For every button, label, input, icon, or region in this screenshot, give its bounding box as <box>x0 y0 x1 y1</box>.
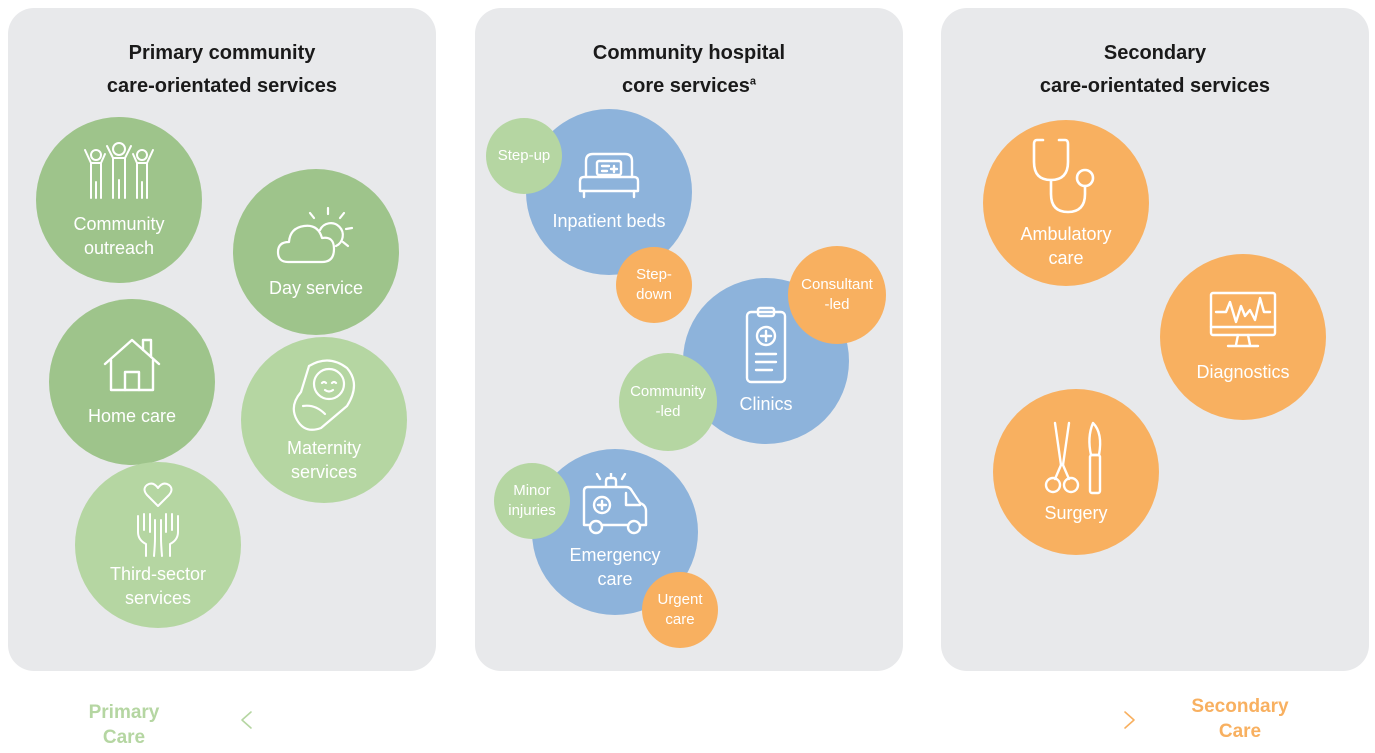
bed-icon <box>578 152 640 199</box>
step-down-label-2: down <box>636 286 672 303</box>
third-sector-label-1: Third-sector <box>109 564 207 584</box>
primary-care-panel: Primary community care-orientated servic… <box>8 8 436 671</box>
panel-title-primary: Primary community care-orientated servic… <box>106 42 338 97</box>
urgent-care-label-1: Urgent <box>657 591 703 608</box>
emergency-care-label-1: Emergency <box>569 545 661 565</box>
primary-care-axis-label: Primary Care <box>88 702 160 748</box>
house-icon <box>103 338 161 392</box>
ambulatory-care-label-2: care <box>1048 248 1084 268</box>
maternity-label-2: services <box>290 462 357 482</box>
urgent-care-label-2: care <box>665 611 695 628</box>
care-spectrum-arrow <box>241 711 1135 729</box>
diagnostics-circle: Diagnostics <box>1160 254 1326 420</box>
heart-hands-icon <box>137 482 179 557</box>
step-down-label-1: Step- <box>636 266 672 283</box>
community-outreach-label-1: Community <box>73 214 165 234</box>
inpatient-beds-label: Inpatient beds <box>552 211 666 231</box>
clipboard-icon <box>745 306 787 384</box>
step-up-circle: Step-up <box>486 118 562 194</box>
surgery-circle: Surgery <box>993 389 1159 555</box>
secondary-care-axis-label: Secondary Care <box>1191 696 1289 742</box>
secondary-care-panel: Secondary care-orientated services Ambul… <box>941 8 1369 671</box>
maternity-label-1: Maternity <box>286 438 362 458</box>
minor-injuries-label-2: injuries <box>508 502 556 519</box>
day-service-label: Day service <box>268 278 364 298</box>
surgical-tools-icon <box>1044 421 1102 495</box>
ambulatory-care-circle: Ambulatory care <box>983 120 1149 286</box>
sun-cloud-icon <box>276 206 354 264</box>
home-care-label: Home care <box>87 406 177 426</box>
community-led-label-1: Community <box>630 383 706 400</box>
urgent-care-circle: Urgent care <box>642 572 718 648</box>
clinics-label: Clinics <box>739 394 793 414</box>
emergency-care-label-2: care <box>597 569 633 589</box>
community-outreach-label-2: outreach <box>83 238 155 258</box>
day-service-circle: Day service <box>233 169 399 335</box>
third-sector-circle: Third-sector services <box>75 462 241 628</box>
baby-icon <box>292 359 356 431</box>
diagnostics-label: Diagnostics <box>1196 362 1290 382</box>
community-led-circle: Community -led <box>619 353 717 451</box>
consultant-led-label-2: -led <box>824 296 850 313</box>
minor-injuries-label-1: Minor <box>513 482 551 499</box>
community-hospital-panel: Community hospital core servicesa Inpati… <box>475 8 903 671</box>
step-up-label: Step-up <box>497 147 551 164</box>
minor-injuries-circle: Minor injuries <box>494 463 570 539</box>
panel-title-secondary: Secondary care-orientated services <box>1039 42 1271 97</box>
ambulance-icon <box>582 473 648 535</box>
stethoscope-icon <box>1032 138 1095 214</box>
consultant-led-circle: Consultant -led <box>788 246 886 344</box>
maternity-services-circle: Maternity services <box>241 337 407 503</box>
ambulatory-care-label-1: Ambulatory <box>1020 224 1112 244</box>
panel-title-community: Community hospital core servicesa <box>592 42 786 97</box>
step-down-circle: Step- down <box>616 247 692 323</box>
footnote-marker: a <box>749 75 756 88</box>
consultant-led-label-1: Consultant <box>801 276 873 293</box>
monitor-icon <box>1209 291 1277 348</box>
community-outreach-circle: Community outreach <box>36 117 202 283</box>
community-led-label-2: -led <box>655 403 681 420</box>
surgery-label: Surgery <box>1044 503 1108 523</box>
third-sector-label-2: services <box>124 588 191 608</box>
home-care-circle: Home care <box>49 299 215 465</box>
people-group-icon <box>84 142 154 199</box>
